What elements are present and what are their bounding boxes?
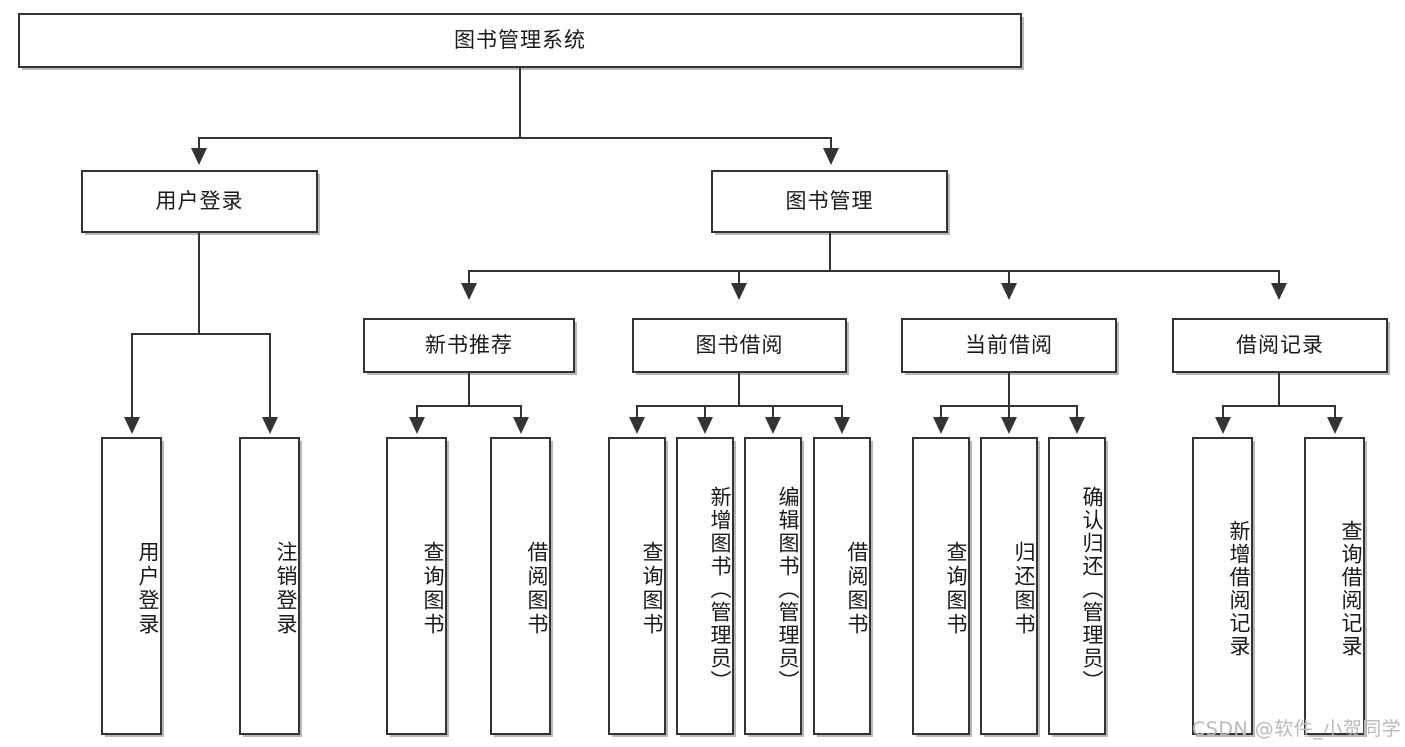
leaf-query-borrow-record[interactable]: 查询借阅记录 <box>1304 437 1365 735</box>
connector-book-borrow-bus <box>636 405 843 407</box>
arrow-to-leaf-query-book-1 <box>409 417 425 434</box>
arrow-to-borrow-record <box>1271 283 1287 300</box>
connector-root-stem <box>519 68 521 138</box>
leaf-return-book[interactable]: 归还图书 <box>980 437 1038 735</box>
connector-root-drop-left <box>198 137 200 149</box>
connector-current-borrow-drop-2 <box>1008 405 1010 418</box>
node-label: 借阅图书 <box>845 541 869 637</box>
arrow-to-book-manage <box>823 148 839 165</box>
connector-current-borrow-stem <box>1008 373 1010 406</box>
leaf-borrow-book[interactable]: 借阅图书 <box>813 437 871 735</box>
arrow-to-new-book <box>461 283 477 300</box>
connector-book-borrow-stem <box>738 373 740 406</box>
arrow-to-leaf-query-record <box>1327 417 1343 434</box>
connector-current-borrow-drop-3 <box>1076 405 1078 418</box>
connector-new-book-stem <box>468 373 470 406</box>
node-root-system[interactable]: 图书管理系统 <box>18 13 1022 68</box>
leaf-user-login[interactable]: 用户登录 <box>101 437 162 735</box>
node-book-borrow[interactable]: 图书借阅 <box>632 318 847 373</box>
leaf-edit-book[interactable]: 编辑图书（管理员） <box>744 437 802 735</box>
connector-root-bus <box>198 137 832 139</box>
node-label: 新增借阅记录 <box>1227 520 1251 658</box>
connector-book-manage-bus <box>468 270 1280 272</box>
node-label: 归还图书 <box>1012 541 1036 637</box>
connector-current-borrow-drop-1 <box>940 405 942 418</box>
node-label: 查询借阅记录 <box>1339 520 1363 658</box>
leaf-query-book-borrow[interactable]: 查询图书 <box>608 437 666 735</box>
node-label: 注销登录 <box>274 541 298 637</box>
connector-root-drop-right <box>830 137 832 149</box>
connector-user-login-bus <box>131 333 270 335</box>
leaf-query-book-newbook[interactable]: 查询图书 <box>386 437 447 735</box>
leaf-logout[interactable]: 注销登录 <box>239 437 300 735</box>
connector-book-manage-drop-3 <box>1008 270 1010 284</box>
node-label: 当前借阅 <box>965 333 1053 358</box>
connector-new-book-drop-1 <box>416 405 418 418</box>
connector-book-borrow-drop-2 <box>704 405 706 418</box>
node-new-book-recommend[interactable]: 新书推荐 <box>363 318 575 373</box>
connector-new-book-drop-2 <box>520 405 522 418</box>
arrow-to-leaf-add-record <box>1215 417 1231 434</box>
arrow-to-user-login <box>191 148 207 165</box>
node-user-login[interactable]: 用户登录 <box>81 170 318 233</box>
connector-user-login-drop-1 <box>131 333 133 418</box>
node-label: 新增图书（管理员） <box>708 485 732 693</box>
node-label: 确认归还（管理员） <box>1080 485 1104 693</box>
connector-book-manage-stem <box>829 233 831 271</box>
arrow-to-leaf-logout <box>262 417 278 434</box>
node-label: 查询图书 <box>421 541 445 637</box>
node-label: 查询图书 <box>944 541 968 637</box>
leaf-borrow-book-newbook[interactable]: 借阅图书 <box>490 437 551 735</box>
connector-book-borrow-drop-4 <box>841 405 843 418</box>
connector-user-login-drop-2 <box>269 333 271 418</box>
node-label: 用户登录 <box>136 541 160 637</box>
node-label: 图书管理 <box>785 189 874 214</box>
arrow-to-leaf-borrow-book-1 <box>513 417 529 434</box>
arrow-to-leaf-query-book-3 <box>933 417 949 434</box>
leaf-add-borrow-record[interactable]: 新增借阅记录 <box>1192 437 1253 735</box>
connector-book-manage-drop-2 <box>738 270 740 284</box>
arrow-to-leaf-user-login <box>124 417 140 434</box>
node-label: 查询图书 <box>640 541 664 637</box>
node-current-borrow[interactable]: 当前借阅 <box>901 318 1117 373</box>
node-label: 图书管理系统 <box>454 28 586 53</box>
leaf-query-book-current[interactable]: 查询图书 <box>912 437 970 735</box>
arrow-to-current-borrow <box>1001 283 1017 300</box>
connector-book-borrow-drop-1 <box>636 405 638 418</box>
node-label: 编辑图书（管理员） <box>776 485 800 693</box>
node-label: 用户登录 <box>155 189 244 214</box>
arrow-to-leaf-edit-book <box>765 417 781 434</box>
arrow-to-leaf-return-book <box>1001 417 1017 434</box>
connector-book-borrow-drop-3 <box>772 405 774 418</box>
node-label: 借阅图书 <box>525 541 549 637</box>
connector-book-manage-drop-4 <box>1278 270 1280 284</box>
arrow-to-leaf-borrow-book-2 <box>834 417 850 434</box>
node-label: 借阅记录 <box>1236 333 1324 358</box>
connector-new-book-bus <box>416 405 522 407</box>
leaf-add-book[interactable]: 新增图书（管理员） <box>676 437 734 735</box>
connector-book-manage-drop-1 <box>468 270 470 284</box>
node-label: 图书借阅 <box>695 333 784 358</box>
arrow-to-leaf-query-book-2 <box>629 417 645 434</box>
leaf-confirm-return[interactable]: 确认归还（管理员） <box>1048 437 1106 735</box>
arrow-to-leaf-confirm-return <box>1069 417 1085 434</box>
node-label: 新书推荐 <box>425 333 513 358</box>
node-book-manage[interactable]: 图书管理 <box>711 170 948 233</box>
arrow-to-leaf-add-book <box>697 417 713 434</box>
connector-user-login-stem <box>198 233 200 334</box>
connector-borrow-record-drop-2 <box>1334 405 1336 418</box>
connector-borrow-record-drop-1 <box>1222 405 1224 418</box>
node-borrow-record[interactable]: 借阅记录 <box>1172 318 1388 373</box>
connector-borrow-record-stem <box>1278 373 1280 406</box>
connector-borrow-record-bus <box>1222 405 1336 407</box>
arrow-to-book-borrow <box>731 283 747 300</box>
